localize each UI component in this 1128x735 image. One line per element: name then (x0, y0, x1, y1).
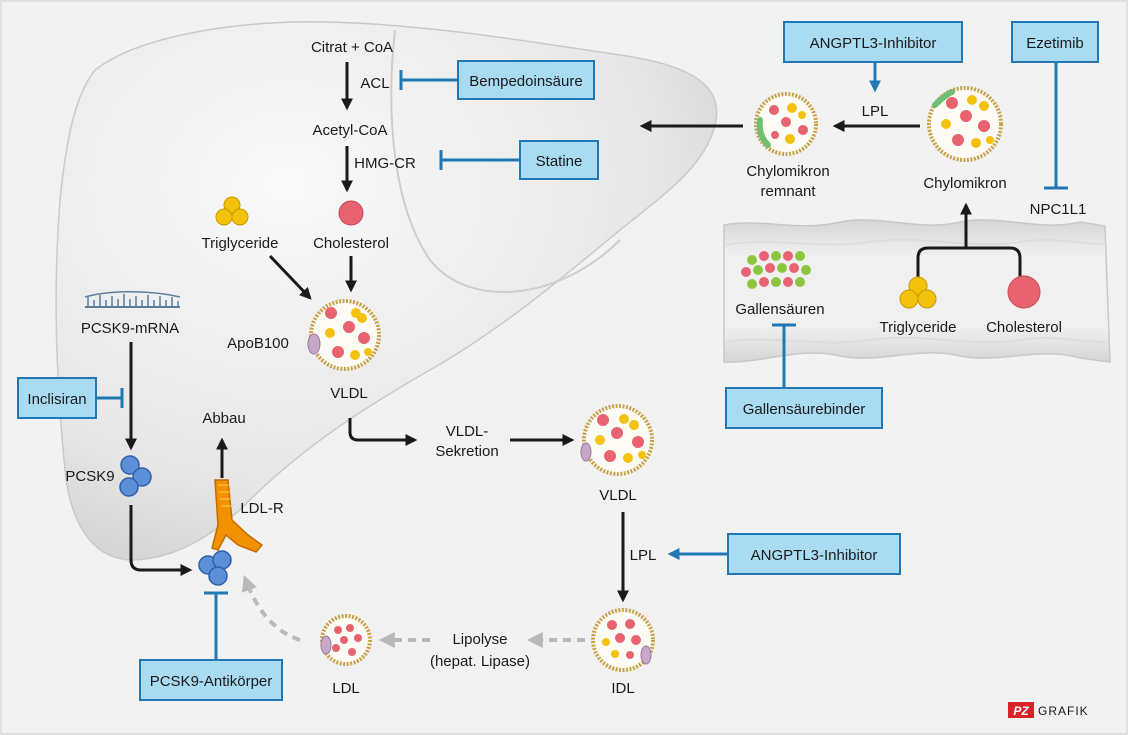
abbau-label: Abbau (202, 410, 245, 427)
svg-text:GRAFIK: GRAFIK (1038, 704, 1089, 718)
ldl-icon (320, 614, 372, 666)
lpl-intestine-label: LPL (862, 103, 889, 120)
angptl3-right-box (727, 533, 901, 575)
pcsk9-bound-icon (198, 550, 232, 586)
triglyceride-gut-label: Triglyceride (880, 319, 957, 336)
triglyceride-gut-icon (899, 276, 937, 309)
gallensaeuren-label: Gallensäuren (735, 301, 824, 318)
apob100-icon (307, 333, 321, 355)
angptl3-top-box (783, 21, 963, 63)
cholesterol-label: Cholesterol (313, 235, 389, 252)
ldl-r-receptor-icon (211, 479, 264, 553)
gallensaeurebinder-box (725, 387, 883, 429)
pcsk9-mrna-label: PCSK9-mRNA (81, 320, 179, 337)
arrow-vldl-to-sekretion (348, 418, 418, 446)
arrow-pcsk9-to-ldlr (129, 505, 193, 576)
lpl-circulation-label: LPL (630, 547, 657, 564)
acetyl-coa-label: Acetyl-CoA (312, 122, 387, 139)
triglyceride-icon (215, 196, 249, 226)
vldl-sekretion-line1: VLDL- (446, 423, 489, 440)
chylomikron-remnant-line1: Chylomikron (746, 163, 829, 180)
bempedoinsaeure-label: Bempedoinsäure (469, 73, 582, 90)
pcsk9-label: PCSK9 (65, 468, 114, 485)
cholesterol-gut-icon (1007, 275, 1041, 309)
pcsk9-antikoerper-label: PCSK9-Antikörper (150, 673, 273, 690)
angptl3-top-label: ANGPTL3-Inhibitor (810, 35, 937, 52)
statine-box (519, 140, 599, 180)
chylomikron-label: Chylomikron (923, 175, 1006, 192)
liver-lobe-line (390, 29, 621, 294)
vldl-circulation-icon (580, 404, 654, 476)
citrat-coa-label: Citrat + CoA (311, 39, 393, 56)
svg-text:PZ: PZ (1013, 704, 1029, 718)
inclisiran-label: Inclisiran (27, 391, 86, 408)
chylomikron-remnant-icon (754, 92, 818, 156)
apob100-label: ApoB100 (227, 335, 289, 352)
arrow-ldl-to-ldlr (241, 574, 301, 642)
acl-label: ACL (360, 75, 389, 92)
lipolyse-line1: Lipolyse (452, 631, 507, 648)
arrow-triglyceride-to-vldl (268, 254, 312, 300)
pcsk9-antikoerper-box (139, 659, 283, 701)
ldl-r-label: LDL-R (240, 500, 284, 517)
pcsk9-mrna-icon (84, 291, 181, 308)
vldl-liver-label: VLDL (330, 385, 368, 402)
idl-label: IDL (611, 680, 634, 697)
cholesterol-icon (338, 200, 364, 226)
bempedoinsaeure-box (457, 60, 595, 100)
vldl-liver-icon (309, 299, 381, 371)
cholesterol-gut-label: Cholesterol (986, 319, 1062, 336)
arrow-gut-merge (916, 246, 1022, 278)
vldl-circulation-label: VLDL (599, 487, 637, 504)
hmg-cr-label: HMG-CR (354, 155, 416, 172)
angptl3-right-label: ANGPTL3-Inhibitor (751, 547, 878, 564)
triglyceride-label: Triglyceride (202, 235, 279, 252)
npc1l1-label: NPC1L1 (1030, 201, 1087, 218)
ezetimib-label: Ezetimib (1026, 35, 1084, 52)
ldl-label: LDL (332, 680, 360, 697)
vldl-sekretion-line2: Sekretion (435, 443, 498, 460)
pcsk9-icon (119, 455, 152, 497)
chylomikron-remnant-line2: remnant (760, 183, 816, 200)
chylomikron-icon (927, 86, 1003, 162)
lipolyse-line2: (hepat. Lipase) (430, 653, 530, 670)
idl-icon (591, 608, 655, 672)
gallensaeuren-icon (741, 251, 811, 289)
statine-label: Statine (536, 153, 583, 170)
pz-grafik-logo: PZ GRAFIK (1008, 702, 1089, 718)
gallensaeurebinder-label: Gallensäurebinder (743, 401, 866, 418)
ezetimib-box (1011, 21, 1099, 63)
